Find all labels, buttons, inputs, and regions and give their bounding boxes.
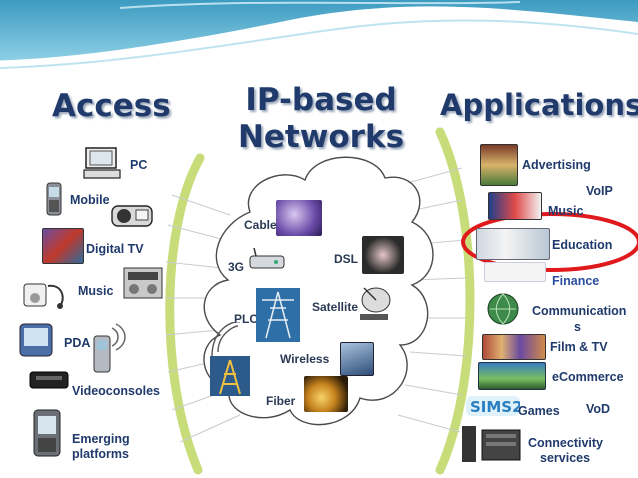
- network-cloud: [203, 156, 434, 426]
- app-item-education: Education: [552, 238, 613, 252]
- emerging-device-icon: [33, 409, 61, 457]
- stereo-icon: [123, 267, 163, 299]
- access-item-emerging: Emerging: [72, 432, 130, 446]
- access-item-pda: PDA: [64, 336, 91, 350]
- network-item-wireless: Wireless: [280, 352, 330, 366]
- game-console-icon: [29, 371, 69, 389]
- app-item-voip: VoIP: [586, 184, 613, 198]
- app-item-ecommerce: eCommerce: [552, 370, 624, 384]
- svg-text:SIMS2: SIMS2: [470, 398, 520, 416]
- app-item-communication-s: s: [574, 320, 581, 334]
- globe-icon: [487, 293, 519, 325]
- music-icon: [488, 192, 542, 220]
- access-item-music: Music: [78, 284, 114, 298]
- mobile-device-icon: [340, 342, 374, 376]
- network-item-dsl: DSL: [334, 252, 358, 266]
- wireless-tower-icon: [210, 322, 250, 396]
- power-line-icon: [256, 288, 300, 342]
- advertising-icon: [480, 144, 518, 186]
- app-item-film-tv: Film & TV: [550, 340, 608, 354]
- app-item-services: services: [540, 451, 591, 465]
- network-item-cable: Cable: [244, 218, 277, 232]
- app-item-games: Games: [518, 404, 560, 418]
- access-heading: Access: [52, 88, 171, 124]
- app-item-advertising: Advertising: [522, 158, 591, 172]
- network-item-satellite: Satellite: [312, 300, 359, 314]
- header-banner: [0, 0, 638, 69]
- education-icon: [476, 228, 550, 260]
- satellite-dish-icon: [360, 287, 391, 320]
- right-bracket: [435, 127, 475, 475]
- access-item-platforms: platforms: [72, 447, 129, 461]
- app-item-music: Music: [548, 204, 584, 218]
- networks-heading-line1: IP-based: [245, 82, 397, 118]
- server-icon: [462, 426, 521, 462]
- pc-icon: [83, 147, 121, 179]
- access-item-mobile: Mobile: [70, 193, 110, 207]
- app-item-communication: Communication: [532, 304, 627, 318]
- camera-device-icon: [111, 205, 153, 227]
- cable-icon: [276, 200, 322, 236]
- access-item-digital-tv: Digital TV: [86, 242, 144, 256]
- handheld-phone-icon: [93, 323, 126, 373]
- games-icon: SIMS2: [466, 396, 520, 416]
- networks-heading-line2: Networks: [237, 119, 405, 155]
- access-item-videoconsoles: Videoconsoles: [72, 384, 160, 398]
- applications-heading: Applications: [440, 88, 638, 122]
- network-item-plc: PLC: [234, 312, 258, 326]
- music-player-icon: [23, 283, 64, 309]
- dsl-icon: [362, 236, 404, 274]
- ecommerce-icon: [478, 362, 546, 390]
- app-item-finance: Finance: [552, 274, 600, 288]
- education-highlight: [461, 212, 638, 272]
- left-bracket: [165, 153, 205, 475]
- tv-icon: [42, 228, 84, 264]
- mobile-phone-icon: [46, 182, 62, 216]
- finance-icon: [484, 262, 546, 282]
- fiber-optic-icon: [304, 376, 348, 412]
- networks-heading: IP-based Networks: [228, 82, 414, 156]
- app-item-connectivity: Connectivity: [528, 436, 604, 450]
- network-item-fiber: Fiber: [266, 394, 296, 408]
- pda-icon: [19, 323, 53, 357]
- network-item-3g: 3G: [228, 260, 245, 274]
- film-icon: [482, 334, 546, 360]
- 3g-router-icon: [249, 248, 285, 269]
- access-item-pc: PC: [130, 158, 148, 172]
- app-item-vod: VoD: [586, 402, 611, 416]
